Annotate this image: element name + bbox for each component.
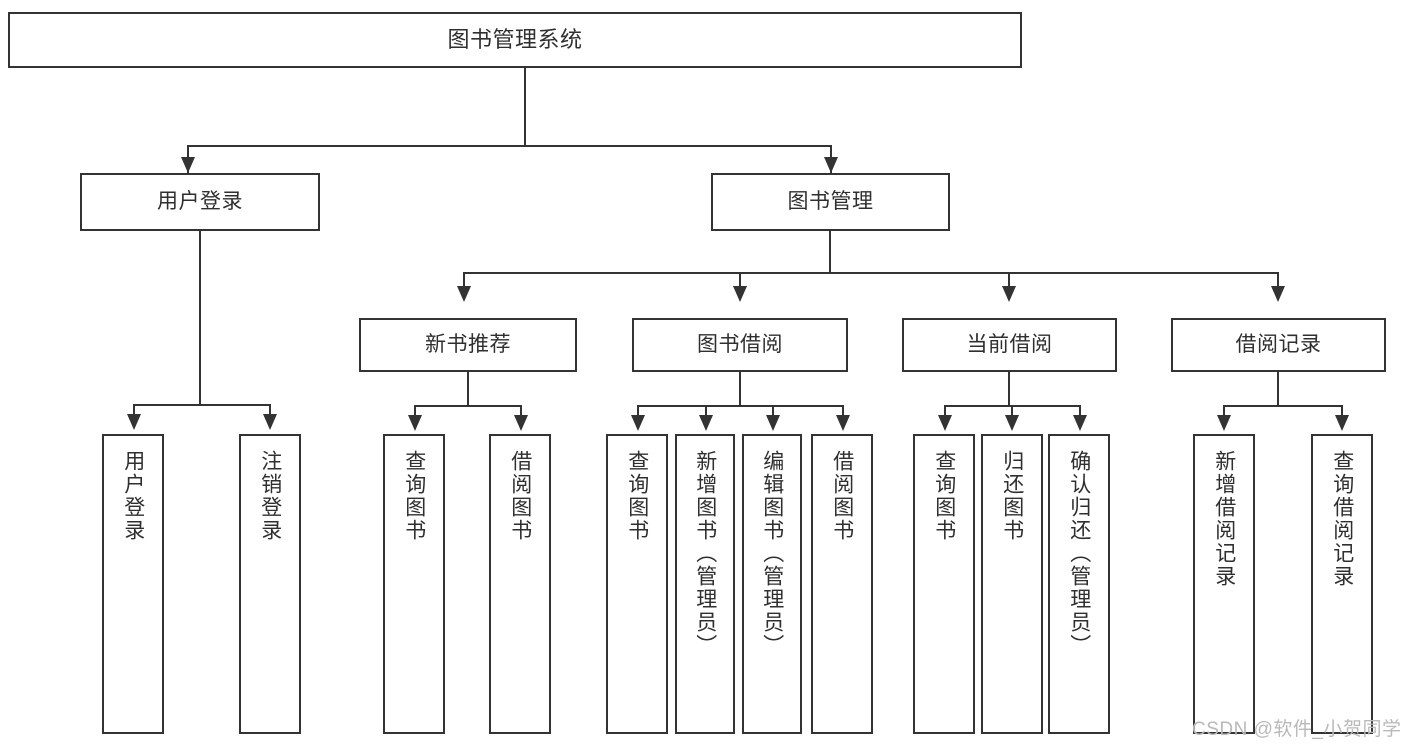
connector-bb-drop-1	[637, 405, 639, 421]
leaf-confirm-return-label: 确认归还（管理员）	[1067, 450, 1091, 657]
arrow-bb-leaf-1	[631, 415, 645, 431]
leaf-user-login[interactable]: 用户登录	[102, 434, 164, 734]
leaf-query-book-3-label: 查询图书	[932, 450, 956, 542]
arrow-nbr-leaf-2	[514, 415, 528, 431]
leaf-add-book[interactable]: 新增图书（管理员）	[675, 434, 735, 734]
leaf-query-book-2[interactable]: 查询图书	[606, 434, 668, 734]
node-borrow-record-label: 借阅记录	[1235, 332, 1322, 356]
connector-cb-drop-1	[944, 405, 946, 421]
leaf-return-book[interactable]: 归还图书	[981, 434, 1043, 734]
leaf-borrow-book-2-label: 借阅图书	[830, 450, 854, 542]
arrow-nbr-leaf-1	[408, 415, 422, 431]
arrow-cb-leaf-3	[1073, 415, 1087, 431]
connector-book-management-stem	[829, 231, 831, 273]
connector-user-login-drop-1	[133, 404, 135, 422]
arrow-cb-leaf-2	[1005, 415, 1019, 431]
leaf-add-book-label: 新增图书（管理员）	[693, 450, 717, 657]
node-book-borrow-label: 图书借阅	[697, 332, 783, 356]
leaf-add-record-label: 新增借阅记录	[1212, 450, 1236, 588]
arrow-br-leaf-1	[1217, 415, 1231, 431]
connector-bb-stem	[739, 372, 741, 407]
node-new-book-recommend-label: 新书推荐	[425, 332, 511, 356]
node-user-login-label: 用户登录	[157, 189, 243, 213]
node-current-borrow-label: 当前借阅	[966, 332, 1053, 356]
connector-nbr-drop-2	[520, 405, 522, 421]
arrow-user-login-leaf-1	[127, 414, 141, 430]
arrow-user-login-leaf-2	[263, 414, 277, 430]
node-book-management-label: 图书管理	[787, 189, 874, 213]
connector-bb-bus	[637, 405, 844, 407]
connector-user-login-stem	[199, 231, 201, 406]
leaf-add-record[interactable]: 新增借阅记录	[1193, 434, 1255, 734]
node-root-label: 图书管理系统	[447, 27, 583, 53]
connector-user-login-bus	[133, 404, 271, 406]
connector-cb-drop-3	[1079, 405, 1081, 421]
arrow-root-to-user-login	[181, 157, 195, 173]
connector-user-login-drop-2	[269, 404, 271, 422]
leaf-edit-book[interactable]: 编辑图书（管理员）	[742, 434, 802, 734]
leaf-confirm-return[interactable]: 确认归还（管理员）	[1048, 434, 1110, 734]
arrow-root-to-book-management	[824, 157, 838, 173]
leaf-logout-label: 注销登录	[258, 450, 282, 542]
node-user-login[interactable]: 用户登录	[80, 173, 320, 231]
arrow-bb-leaf-2	[699, 415, 713, 431]
connector-bb-drop-3	[772, 405, 774, 421]
connector-nbr-drop-1	[414, 405, 416, 421]
leaf-query-record-label: 查询借阅记录	[1330, 450, 1354, 588]
leaf-user-login-label: 用户登录	[121, 450, 145, 542]
connector-br-bus	[1223, 405, 1342, 407]
connector-bb-drop-4	[842, 405, 844, 421]
leaf-edit-book-label: 编辑图书（管理员）	[760, 450, 784, 657]
watermark: CSDN @软件_小贺同学	[1192, 719, 1402, 740]
arrow-cb-leaf-1	[938, 415, 952, 431]
leaf-borrow-book-1[interactable]: 借阅图书	[489, 434, 551, 734]
leaf-query-record[interactable]: 查询借阅记录	[1311, 434, 1373, 734]
node-new-book-recommend[interactable]: 新书推荐	[359, 318, 577, 372]
leaf-borrow-book-2[interactable]: 借阅图书	[811, 434, 873, 734]
leaf-logout[interactable]: 注销登录	[239, 434, 301, 734]
connector-root-stem	[524, 68, 526, 145]
node-book-borrow[interactable]: 图书借阅	[632, 318, 848, 372]
connector-nbr-stem	[467, 372, 469, 407]
leaf-query-book-3[interactable]: 查询图书	[913, 434, 975, 734]
arrow-bb-leaf-4	[836, 415, 850, 431]
arrow-bm-to-new-book-recommend	[457, 286, 471, 302]
leaf-return-book-label: 归还图书	[1000, 450, 1024, 542]
node-root[interactable]: 图书管理系统	[8, 12, 1022, 68]
arrow-br-leaf-2	[1335, 415, 1349, 431]
arrow-bb-leaf-3	[766, 415, 780, 431]
arrow-bm-to-book-borrow	[733, 286, 747, 302]
node-book-management[interactable]: 图书管理	[711, 173, 950, 231]
leaf-query-book-1-label: 查询图书	[402, 450, 426, 542]
connector-book-management-bus	[463, 272, 1278, 274]
connector-bb-drop-2	[705, 405, 707, 421]
connector-cb-stem	[1008, 372, 1010, 407]
node-current-borrow[interactable]: 当前借阅	[902, 318, 1117, 372]
leaf-query-book-1[interactable]: 查询图书	[383, 434, 445, 734]
connector-root-bus	[187, 145, 832, 147]
leaf-borrow-book-1-label: 借阅图书	[508, 450, 532, 542]
arrow-bm-to-current-borrow	[1002, 286, 1016, 302]
connector-cb-drop-2	[1011, 405, 1013, 421]
node-borrow-record[interactable]: 借阅记录	[1171, 318, 1386, 372]
connector-nbr-bus	[414, 405, 520, 407]
connector-br-drop-1	[1223, 405, 1225, 421]
connector-br-drop-2	[1341, 405, 1343, 421]
arrow-bm-to-borrow-record	[1271, 286, 1285, 302]
connector-br-stem	[1277, 372, 1279, 407]
leaf-query-book-2-label: 查询图书	[625, 450, 649, 542]
